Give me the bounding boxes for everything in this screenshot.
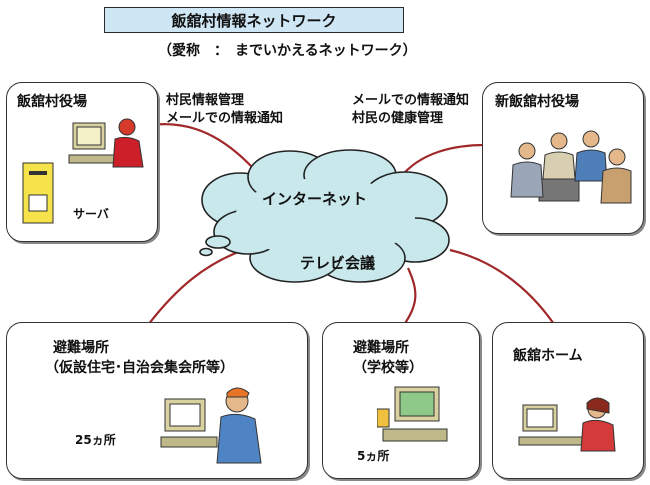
link-village-office [149,123,263,179]
meeting-people-icon [510,130,632,204]
node-iitate-home: 飯舘ホーム [492,322,644,479]
server-label: サーバ [73,207,109,221]
village-office-title: 飯舘村役場 [17,94,87,110]
shelter-temp-title-1: 避難場所 [53,340,109,356]
link-shelter-temp [147,245,253,326]
diagram-title-text: 飯舘村情報ネットワーク [171,11,337,30]
internet-cloud [199,149,450,283]
note-right-line-2: 村民の健康管理 [352,111,444,126]
home-title: 飯舘ホーム [513,348,583,364]
link-shelter-school [399,267,417,331]
connection-lines [147,123,559,331]
shelter-temp-count: 25ヵ所 [75,433,116,447]
shelter-school-title-1: 避難場所 [353,340,409,356]
diagram-title: 飯舘村情報ネットワーク [104,7,404,33]
new-office-title: 新飯舘村役場 [495,94,579,110]
shelter-school-title-2: （学校等） [353,360,423,376]
note-left-line-1: 村民情報管理 [166,93,245,108]
link-new-office [399,143,486,179]
server-icon [22,162,54,224]
note-right: メールでの情報通知 村民の健康管理 [352,92,469,128]
office-worker-computer-icon [68,118,144,168]
diagram-subtitle: （愛称 ： までいかえるネットワーク） [158,43,417,59]
shelter-temp-title-2: （仮設住宅･自治会集会所等） [45,360,234,376]
person-at-desk-icon [518,397,616,452]
note-right-line-1: メールでの情報通知 [352,93,470,108]
school-computer-icon [377,386,448,442]
link-home [449,248,559,331]
node-shelter-school: 避難場所 （学校等） 5ヵ所 [322,322,480,479]
person-computer-icon [160,387,262,464]
note-left-line-2: メールでの情報通知 [166,111,284,126]
node-new-office: 新飯舘村役場 [482,82,644,234]
cloud-label-internet: インターネット [262,190,368,208]
node-shelter-temporary-housing: 避難場所 （仮設住宅･自治会集会所等） 25ヵ所 [6,322,308,479]
note-left: 村民情報管理 メールでの情報通知 [166,92,283,128]
shelter-school-count: 5ヵ所 [357,449,390,463]
cloud-label-video-conference: テレビ会議 [300,254,376,272]
node-village-office: 飯舘村役場 サーバ [6,82,158,242]
